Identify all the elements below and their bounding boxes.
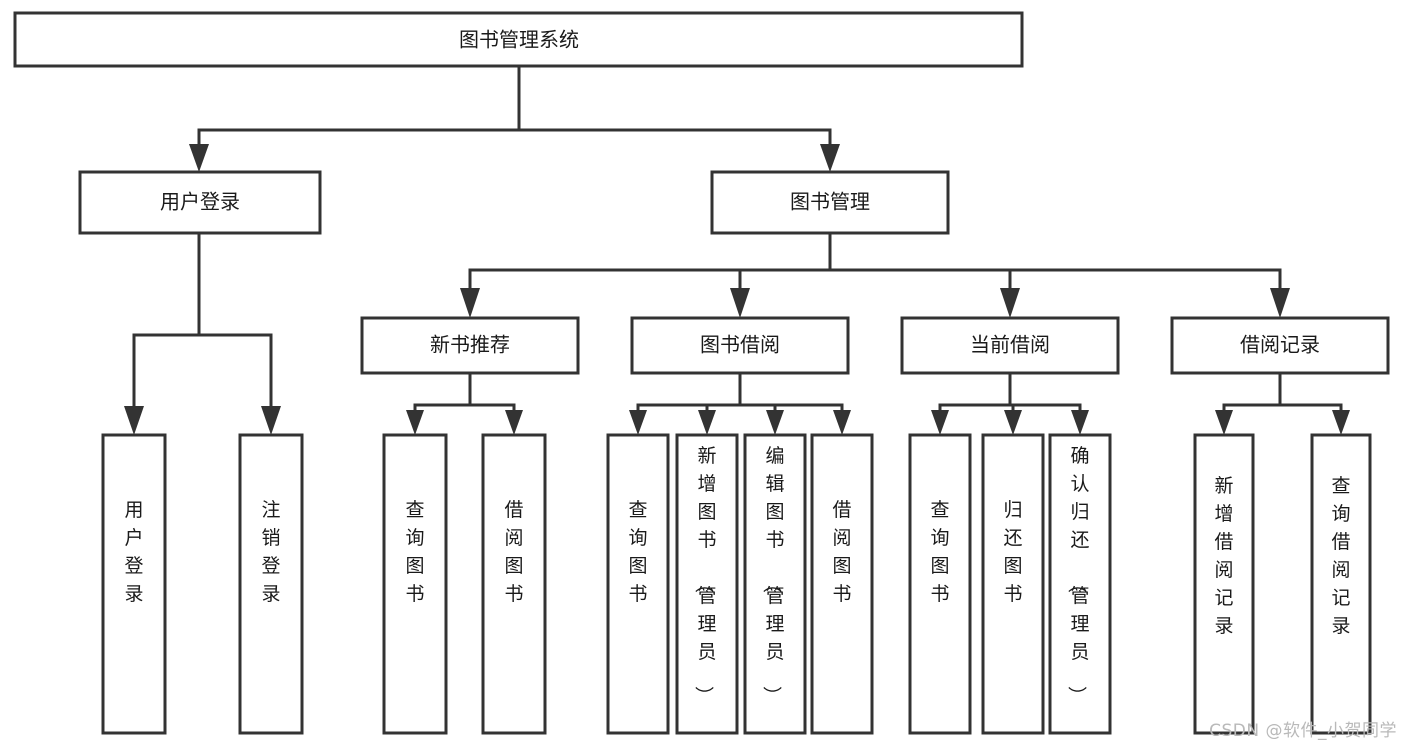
- node-root-system[interactable]: 图书管理系统: [13, 11, 1024, 68]
- node-new-book-recommend[interactable]: 新书推荐: [360, 316, 580, 375]
- arrowhead-new-book-rec: [460, 288, 480, 318]
- leaf-borrow-book[interactable]: 借阅图书: [810, 433, 874, 735]
- arrowhead-borrowrecord-leaf-2: [1332, 410, 1350, 435]
- node-root-system-label: 图书管理系统: [459, 28, 579, 52]
- leaf-current-query-book[interactable]: 查询图书: [908, 433, 972, 735]
- arrowhead-borrow-record: [1270, 288, 1290, 318]
- node-current-borrow-box[interactable]: [900, 316, 1120, 375]
- node-user-login-label: 用户登录: [160, 190, 240, 214]
- leaf-return-book-label: 归还图书: [1003, 499, 1022, 605]
- leaf-newbook-query-book-box[interactable]: [382, 433, 448, 735]
- connectors-layer: [124, 64, 1350, 435]
- node-borrow-record-box[interactable]: [1170, 316, 1390, 375]
- node-current-borrow-label: 当前借阅: [970, 333, 1050, 357]
- arrowhead-bookborrow-leaf-4: [833, 410, 851, 435]
- leaf-confirm-return-admin-box[interactable]: [1048, 433, 1112, 735]
- leaf-edit-book-admin-label: 编辑图书（管理员）: [760, 445, 784, 705]
- arrowhead-book-borrow: [730, 288, 750, 318]
- leaf-add-book-admin-box[interactable]: [675, 433, 739, 735]
- node-book-management-box[interactable]: [710, 170, 950, 235]
- node-book-borrow[interactable]: 图书借阅: [630, 316, 850, 375]
- arrowhead-currentborrow-leaf-2: [1004, 410, 1022, 435]
- leaf-borrow-query-book[interactable]: 查询图书: [606, 433, 670, 735]
- arrowhead-current-borrow: [1000, 288, 1020, 318]
- node-new-book-recommend-label: 新书推荐: [430, 333, 510, 357]
- arrowhead-bookborrow-leaf-1: [629, 410, 647, 435]
- leaf-borrow-query-book-label: 查询图书: [628, 499, 647, 605]
- leaf-newbook-borrow-book-label: 借阅图书: [504, 499, 523, 605]
- node-book-borrow-label: 图书借阅: [700, 333, 780, 357]
- node-borrow-record-label: 借阅记录: [1240, 333, 1320, 357]
- leaf-logout[interactable]: 注销登录: [238, 433, 304, 735]
- node-user-login-box[interactable]: [78, 170, 322, 235]
- leaf-return-book[interactable]: 归还图书: [981, 433, 1045, 735]
- leaf-edit-book-admin-box[interactable]: [743, 433, 807, 735]
- node-root-system-box[interactable]: [13, 11, 1024, 68]
- leaf-query-borrow-record-box[interactable]: [1310, 433, 1372, 735]
- leaf-query-borrow-record[interactable]: 查询借阅记录: [1310, 433, 1372, 735]
- leaf-current-query-book-box[interactable]: [908, 433, 972, 735]
- arrowhead-user-login: [189, 144, 209, 172]
- node-borrow-record[interactable]: 借阅记录: [1170, 316, 1390, 375]
- leaf-newbook-query-book-label: 查询图书: [405, 499, 424, 605]
- arrowhead-newbook-leaf-1: [406, 410, 424, 435]
- arrowhead-borrowrecord-leaf-1: [1215, 410, 1233, 435]
- arrowhead-newbook-leaf-2: [505, 410, 523, 435]
- leaf-return-book-box[interactable]: [981, 433, 1045, 735]
- leaf-add-borrow-record-label: 新增借阅记录: [1214, 475, 1233, 637]
- leaf-current-query-book-label: 查询图书: [930, 499, 949, 605]
- leaf-borrow-book-label: 借阅图书: [832, 499, 851, 605]
- leaf-newbook-query-book[interactable]: 查询图书: [382, 433, 448, 735]
- leaf-add-book-admin-label: 新增图书（管理员）: [692, 445, 716, 705]
- leaf-user-login-box[interactable]: [101, 433, 167, 735]
- leaf-logout-label: 注销登录: [261, 499, 280, 605]
- node-book-management[interactable]: 图书管理: [710, 170, 950, 235]
- leaf-borrow-book-box[interactable]: [810, 433, 874, 735]
- arrowhead-currentborrow-leaf-3: [1071, 410, 1089, 435]
- leaf-edit-book-admin[interactable]: 编辑图书（管理员）: [743, 433, 807, 735]
- arrowhead-bookborrow-leaf-2: [698, 410, 716, 435]
- leaf-borrow-query-book-box[interactable]: [606, 433, 670, 735]
- arrowhead-currentborrow-leaf-1: [931, 410, 949, 435]
- leaf-logout-box[interactable]: [238, 433, 304, 735]
- leaf-confirm-return-admin[interactable]: 确认归还（管理员）: [1048, 433, 1112, 735]
- leaf-user-login[interactable]: 用户登录: [101, 433, 167, 735]
- leaf-newbook-borrow-book[interactable]: 借阅图书: [481, 433, 547, 735]
- leaf-confirm-return-admin-label: 确认归还（管理员）: [1065, 445, 1089, 705]
- arrowhead-book-mgmt: [820, 144, 840, 172]
- node-current-borrow[interactable]: 当前借阅: [900, 316, 1120, 375]
- leaf-add-borrow-record[interactable]: 新增借阅记录: [1193, 433, 1255, 735]
- node-user-login[interactable]: 用户登录: [78, 170, 322, 235]
- leaf-newbook-borrow-book-box[interactable]: [481, 433, 547, 735]
- arrowhead-leaf-user-login: [124, 406, 144, 435]
- leaf-add-borrow-record-box[interactable]: [1193, 433, 1255, 735]
- node-book-management-label: 图书管理: [790, 190, 870, 214]
- arrowhead-leaf-logout: [261, 406, 281, 435]
- leaf-add-book-admin[interactable]: 新增图书（管理员）: [675, 433, 739, 735]
- node-new-book-recommend-box[interactable]: [360, 316, 580, 375]
- node-book-borrow-box[interactable]: [630, 316, 850, 375]
- leaf-user-login-label: 用户登录: [124, 499, 143, 605]
- leaf-query-borrow-record-label: 查询借阅记录: [1331, 475, 1350, 637]
- arrowhead-bookborrow-leaf-3: [766, 410, 784, 435]
